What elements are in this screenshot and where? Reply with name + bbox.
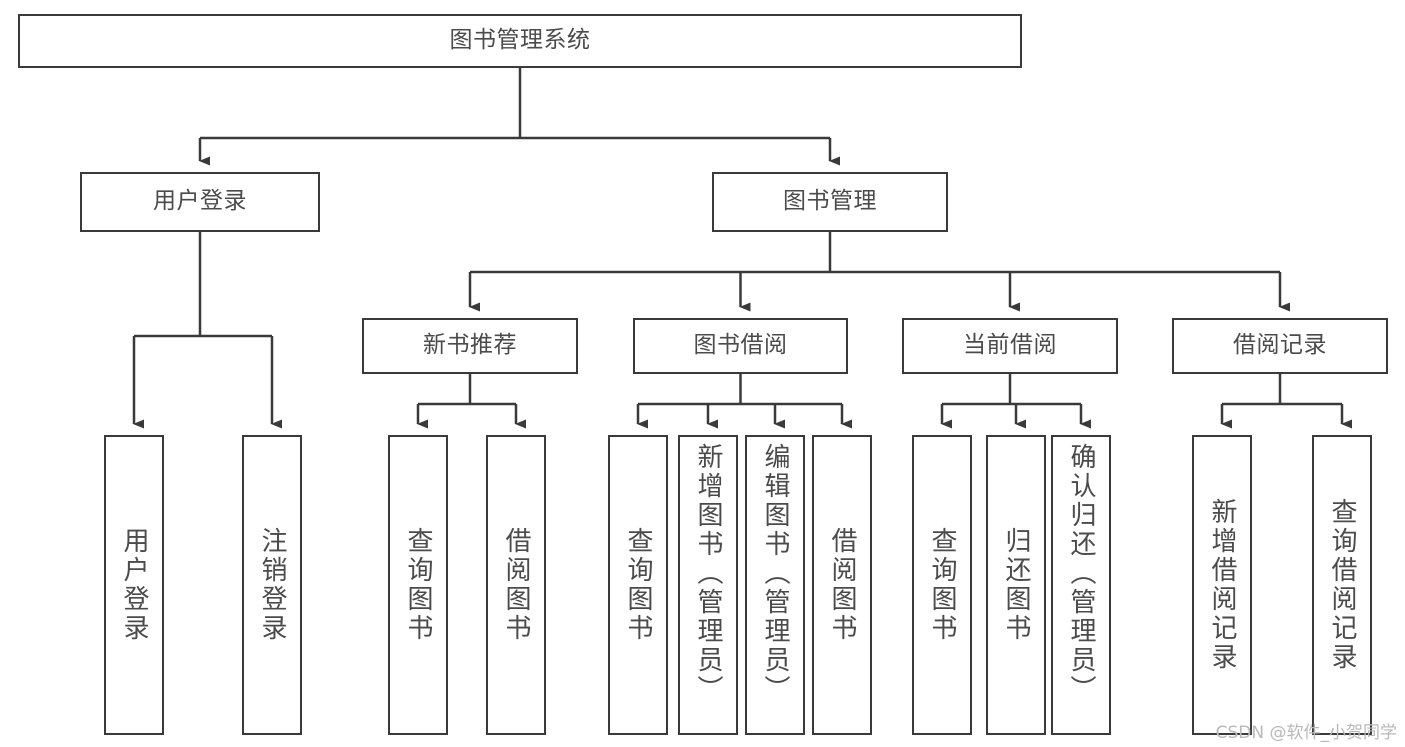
node-leaf-return-book[interactable]: 归还图书 [986, 435, 1046, 735]
node-leaf-borrow-book-2[interactable]: 借阅图书 [812, 435, 872, 735]
node-borrow-record[interactable]: 借阅记录 [1172, 318, 1388, 374]
node-label-leaf-edit-book: 编辑图书（管理员） [760, 443, 790, 704]
node-leaf-add-book[interactable]: 新增图书（管理员） [678, 435, 738, 735]
node-label-leaf-confirm-return: 确认归还（管理员） [1066, 443, 1096, 704]
node-leaf-query-record[interactable]: 查询借阅记录 [1312, 435, 1372, 735]
node-label-leaf-query-record: 查询借阅记录 [1327, 498, 1357, 672]
node-label-borrow-record: 借阅记录 [1233, 332, 1327, 359]
node-label-leaf-query-book-3: 查询图书 [927, 527, 957, 643]
node-leaf-query-book-2[interactable]: 查询图书 [608, 435, 668, 735]
node-label-user-login: 用户登录 [153, 188, 247, 215]
node-label-leaf-return-book: 归还图书 [1001, 527, 1031, 643]
node-label-book-borrow: 图书借阅 [693, 332, 788, 359]
node-leaf-confirm-return[interactable]: 确认归还（管理员） [1051, 435, 1111, 735]
node-leaf-edit-book[interactable]: 编辑图书（管理员） [745, 435, 805, 735]
node-label-leaf-add-book: 新增图书（管理员） [693, 443, 723, 704]
node-book-borrow[interactable]: 图书借阅 [633, 318, 848, 374]
node-leaf-add-record[interactable]: 新增借阅记录 [1192, 435, 1252, 735]
node-new-book-rec[interactable]: 新书推荐 [362, 318, 578, 374]
node-current-borrow[interactable]: 当前借阅 [902, 318, 1118, 374]
node-label-leaf-query-book-1: 查询图书 [403, 527, 433, 643]
node-leaf-user-logout[interactable]: 注销登录 [242, 435, 302, 735]
node-label-book-manage: 图书管理 [783, 188, 877, 215]
node-leaf-query-book-3[interactable]: 查询图书 [912, 435, 972, 735]
node-label-leaf-user-logout: 注销登录 [257, 527, 287, 643]
node-label-leaf-user-login: 用户登录 [119, 527, 149, 643]
watermark: CSDN @软件_小贺同学 [1215, 723, 1397, 743]
node-label-current-borrow: 当前借阅 [963, 332, 1057, 359]
node-label-leaf-query-book-2: 查询图书 [623, 527, 653, 643]
node-label-leaf-borrow-book-2: 借阅图书 [827, 527, 857, 643]
node-root[interactable]: 图书管理系统 [18, 14, 1022, 68]
node-leaf-borrow-book-1[interactable]: 借阅图书 [486, 435, 546, 735]
node-label-root: 图书管理系统 [449, 27, 591, 54]
node-label-new-book-rec: 新书推荐 [423, 332, 517, 359]
node-leaf-query-book-1[interactable]: 查询图书 [388, 435, 448, 735]
node-label-leaf-add-record: 新增借阅记录 [1207, 498, 1237, 672]
node-leaf-user-login[interactable]: 用户登录 [104, 435, 164, 735]
node-user-login[interactable]: 用户登录 [80, 172, 320, 232]
node-label-leaf-borrow-book-1: 借阅图书 [501, 527, 531, 643]
node-book-manage[interactable]: 图书管理 [712, 172, 948, 232]
